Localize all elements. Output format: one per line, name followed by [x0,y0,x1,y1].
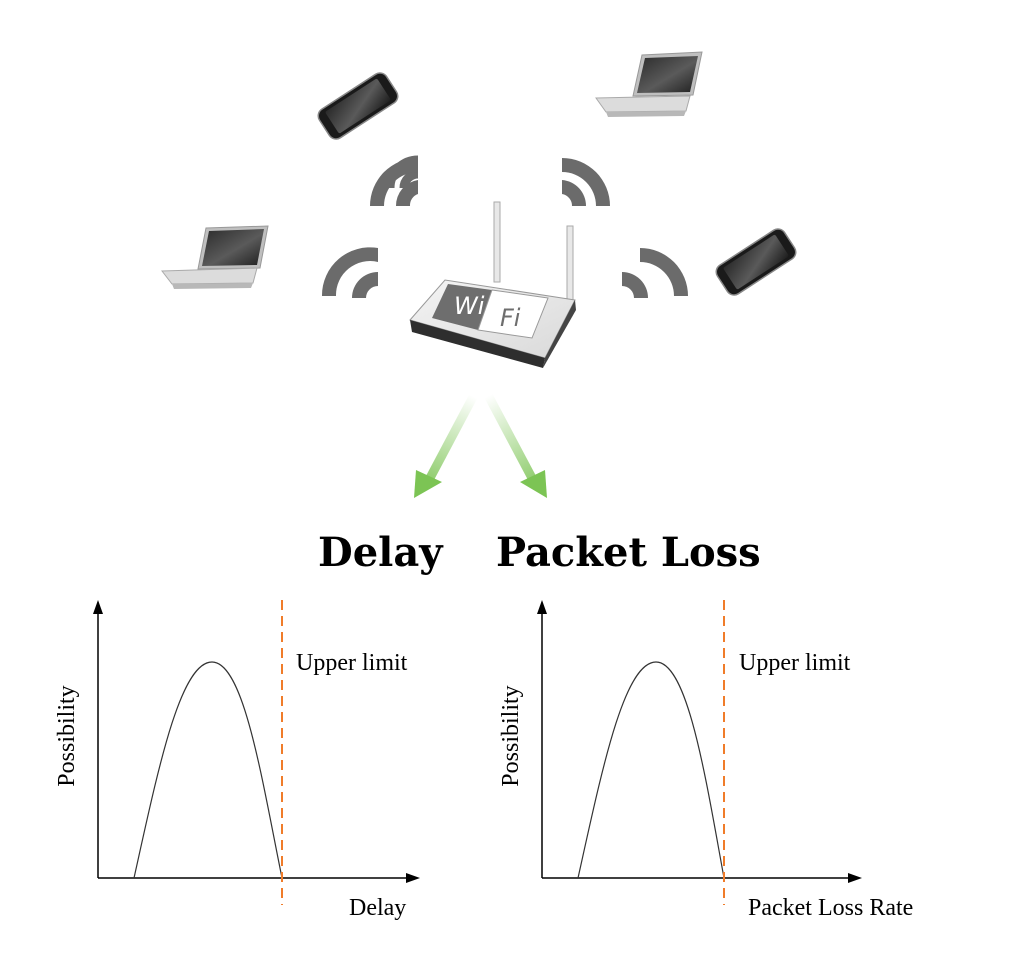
arrow-packet-loss-icon [484,392,547,498]
distribution-curve [133,661,283,879]
wifi-router-icon: Wi Fi [409,201,576,368]
wifi-signal-icon [622,248,688,298]
wifi-badge-fi: Fi [500,304,521,332]
x-axis-arrow-icon [406,873,420,883]
distribution-curve [577,661,725,879]
wifi-signal-icon [370,158,418,206]
x-axis-label: Delay [349,895,406,921]
y-axis-arrow-icon [537,600,547,614]
laptop-icon [595,51,703,117]
chart-packet-loss: Upper limit Packet Loss Rate Possibility [498,600,913,921]
wifi-signal-icon [562,158,610,206]
y-axis-label: Possibility [54,685,80,786]
smartphone-icon [715,228,797,296]
heading-packet-loss: Packet Loss [496,529,761,576]
x-axis-label: Packet Loss Rate [748,895,913,921]
heading-delay: Delay [318,529,444,576]
x-axis-arrow-icon [848,873,862,883]
y-axis-arrow-icon [93,600,103,614]
smartphone-icon [317,72,399,140]
y-axis-label: Possibility [498,685,524,786]
chart-delay: Upper limit Delay Possibility [54,600,420,921]
arrow-delay-icon [414,392,478,498]
wifi-badge-wi: Wi [454,292,485,320]
laptop-icon [161,225,269,289]
wifi-signal-icon [321,247,378,298]
upper-limit-label: Upper limit [296,650,408,676]
upper-limit-label: Upper limit [739,650,851,676]
